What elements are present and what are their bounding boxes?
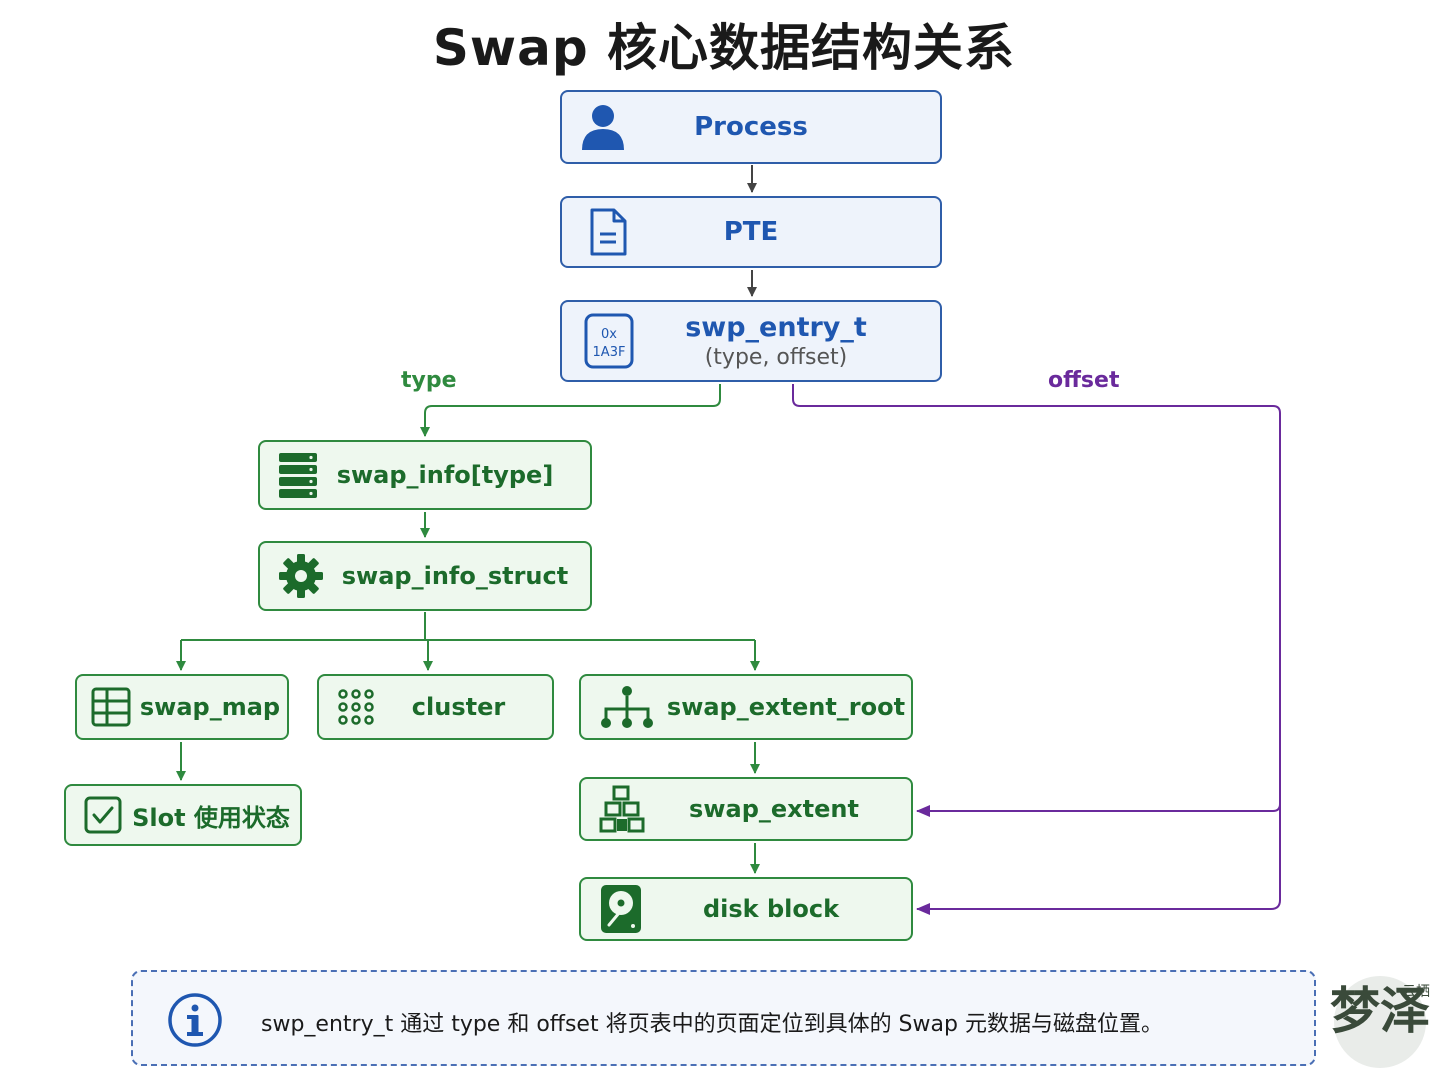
tree-icon bbox=[601, 686, 653, 728]
checkbox-icon bbox=[84, 796, 122, 834]
pte-label: PTE bbox=[723, 217, 779, 247]
swap-map-node: swap_map bbox=[75, 674, 289, 740]
disk-block-label: disk block bbox=[702, 895, 840, 923]
hex-value-icon: 0x 1A3F bbox=[584, 313, 634, 369]
calligraphy-logo: 梦泽 云栖 bbox=[1330, 976, 1430, 1068]
swap-extent-root-node: swap_extent_root bbox=[579, 674, 913, 740]
swp-entry-label: swp_entry_t bbox=[685, 312, 867, 343]
info-icon bbox=[168, 993, 222, 1047]
diagram-title: Swap 核心数据结构关系 bbox=[432, 19, 1016, 77]
cluster-label: cluster bbox=[411, 693, 506, 721]
process-label: Process bbox=[694, 112, 808, 142]
hex-icon-line2: 1A3F bbox=[593, 345, 626, 360]
swap-info-type-label: swap_info[type] bbox=[336, 461, 554, 489]
arrow-offset-extent bbox=[916, 803, 1281, 817]
arrow-offset-trunk bbox=[792, 384, 1281, 910]
document-icon bbox=[590, 208, 627, 256]
hard-disk-icon bbox=[601, 885, 641, 933]
swap-extent-node: swap_extent bbox=[579, 777, 913, 841]
disk-block-node: disk block bbox=[579, 877, 913, 941]
user-icon bbox=[582, 105, 624, 150]
swap-extent-label: swap_extent bbox=[689, 795, 859, 823]
watermark-text: 梦泽 bbox=[1330, 981, 1430, 1040]
blocks-icon bbox=[599, 785, 645, 833]
slot-node: Slot 使用状态 bbox=[64, 784, 302, 846]
swp-entry-node: 0x 1A3F swp_entry_t (type, offset) bbox=[560, 300, 942, 382]
cluster-node: cluster bbox=[317, 674, 554, 740]
server-stack-icon bbox=[279, 453, 317, 498]
process-node: Process bbox=[560, 90, 942, 164]
swp-entry-sublabel: (type, offset) bbox=[704, 345, 848, 370]
swap-info-struct-node: swap_info_struct bbox=[258, 541, 592, 611]
swap-extent-root-label: swap_extent_root bbox=[666, 693, 906, 721]
slot-label: Slot 使用状态 bbox=[132, 803, 290, 832]
hex-icon-line1: 0x bbox=[601, 327, 617, 342]
table-grid-icon bbox=[91, 687, 131, 727]
info-note: swp_entry_t 通过 type 和 offset 将页表中的页面定位到具… bbox=[131, 970, 1316, 1066]
watermark-small-text: 云栖 bbox=[1402, 984, 1430, 1000]
arrow-struct-fanout bbox=[181, 612, 755, 641]
swap-info-type-node: swap_info[type] bbox=[258, 440, 592, 510]
note-text: swp_entry_t 通过 type 和 offset 将页表中的页面定位到具… bbox=[261, 1012, 1163, 1037]
swap-info-struct-label: swap_info_struct bbox=[341, 562, 569, 590]
dot-grid-icon bbox=[338, 689, 374, 725]
edge-label-offset: offset bbox=[1048, 368, 1120, 393]
pte-node: PTE bbox=[560, 196, 942, 268]
arrow-type bbox=[420, 384, 721, 437]
swap-map-label: swap_map bbox=[139, 693, 281, 721]
edge-label-type: type bbox=[401, 368, 457, 393]
gear-icon bbox=[279, 554, 323, 598]
